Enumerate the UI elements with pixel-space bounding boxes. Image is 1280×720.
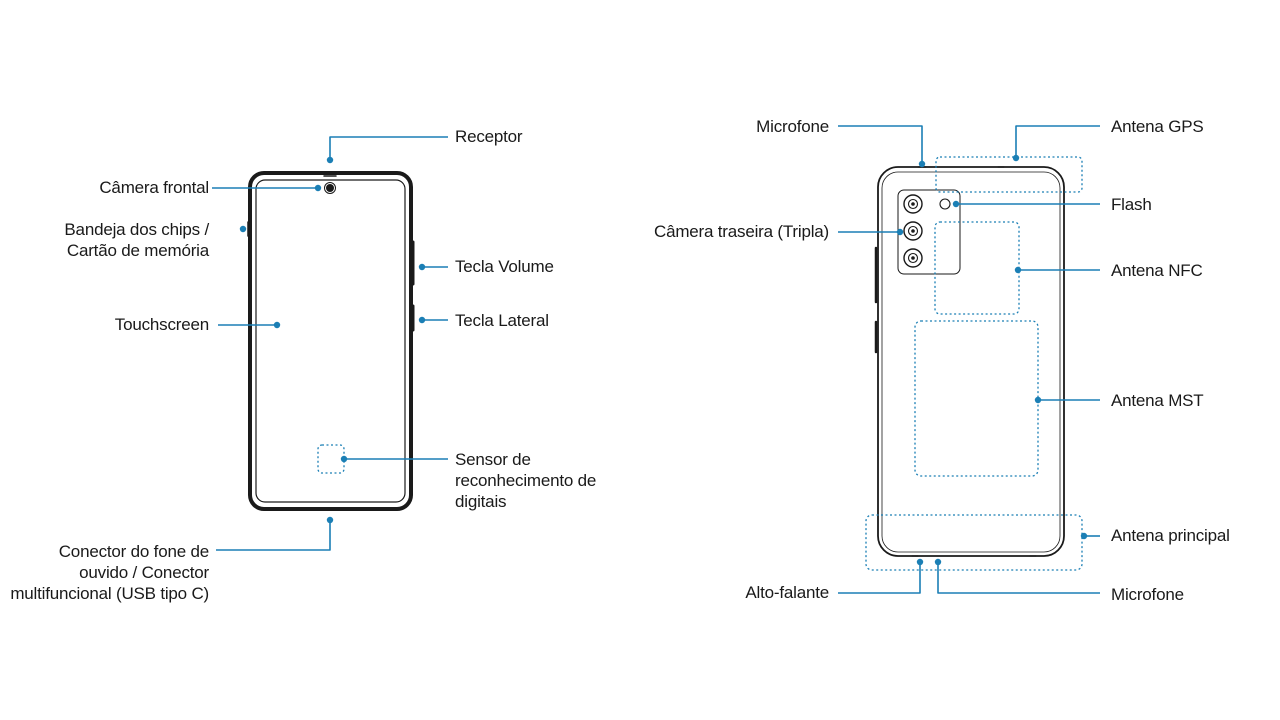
label-conector-usb: Conector do fone de ouvido / Conector mu… xyxy=(10,542,209,603)
antenna-zones xyxy=(317,156,1083,571)
rear-camera-module xyxy=(897,189,961,275)
label-antena-gps: Antena GPS xyxy=(1111,117,1204,136)
label-tecla-lateral: Tecla Lateral xyxy=(455,311,549,330)
label-touchscreen: Touchscreen xyxy=(114,315,209,334)
front-camera-ring xyxy=(324,182,336,194)
label-receptor: Receptor xyxy=(455,127,523,146)
label-flash: Flash xyxy=(1111,195,1152,214)
label-sensor-digitais: Sensor de reconhecimento de digitais xyxy=(455,450,597,511)
label-antena-principal: Antena principal xyxy=(1111,526,1230,545)
label-microfone-top: Microfone xyxy=(756,117,829,136)
front-camera-lens xyxy=(326,184,334,192)
label-antena-mst: Antena MST xyxy=(1111,391,1204,410)
flash-light xyxy=(939,198,951,210)
label-alto-falante: Alto-falante xyxy=(745,583,829,602)
label-camera-frontal: Câmera frontal xyxy=(99,178,209,197)
fingerprint-zone xyxy=(317,444,345,474)
main-antenna-zone xyxy=(865,514,1083,571)
label-camera-traseira: Câmera traseira (Tripla) xyxy=(654,222,829,241)
callouts xyxy=(212,125,1100,594)
mst-antenna-zone xyxy=(914,320,1039,477)
nfc-antenna-zone xyxy=(934,221,1020,315)
gps-antenna-zone xyxy=(935,156,1083,193)
label-tecla-volume: Tecla Volume xyxy=(455,257,554,276)
back-phone-outline xyxy=(874,166,1065,557)
label-bandeja-chips: Bandeja dos chips / Cartão de memória xyxy=(64,220,209,260)
label-microfone-bottom: Microfone xyxy=(1111,585,1184,604)
callout-dots xyxy=(239,154,1088,566)
label-antena-nfc: Antena NFC xyxy=(1111,261,1203,280)
front-phone-outline xyxy=(247,171,415,511)
